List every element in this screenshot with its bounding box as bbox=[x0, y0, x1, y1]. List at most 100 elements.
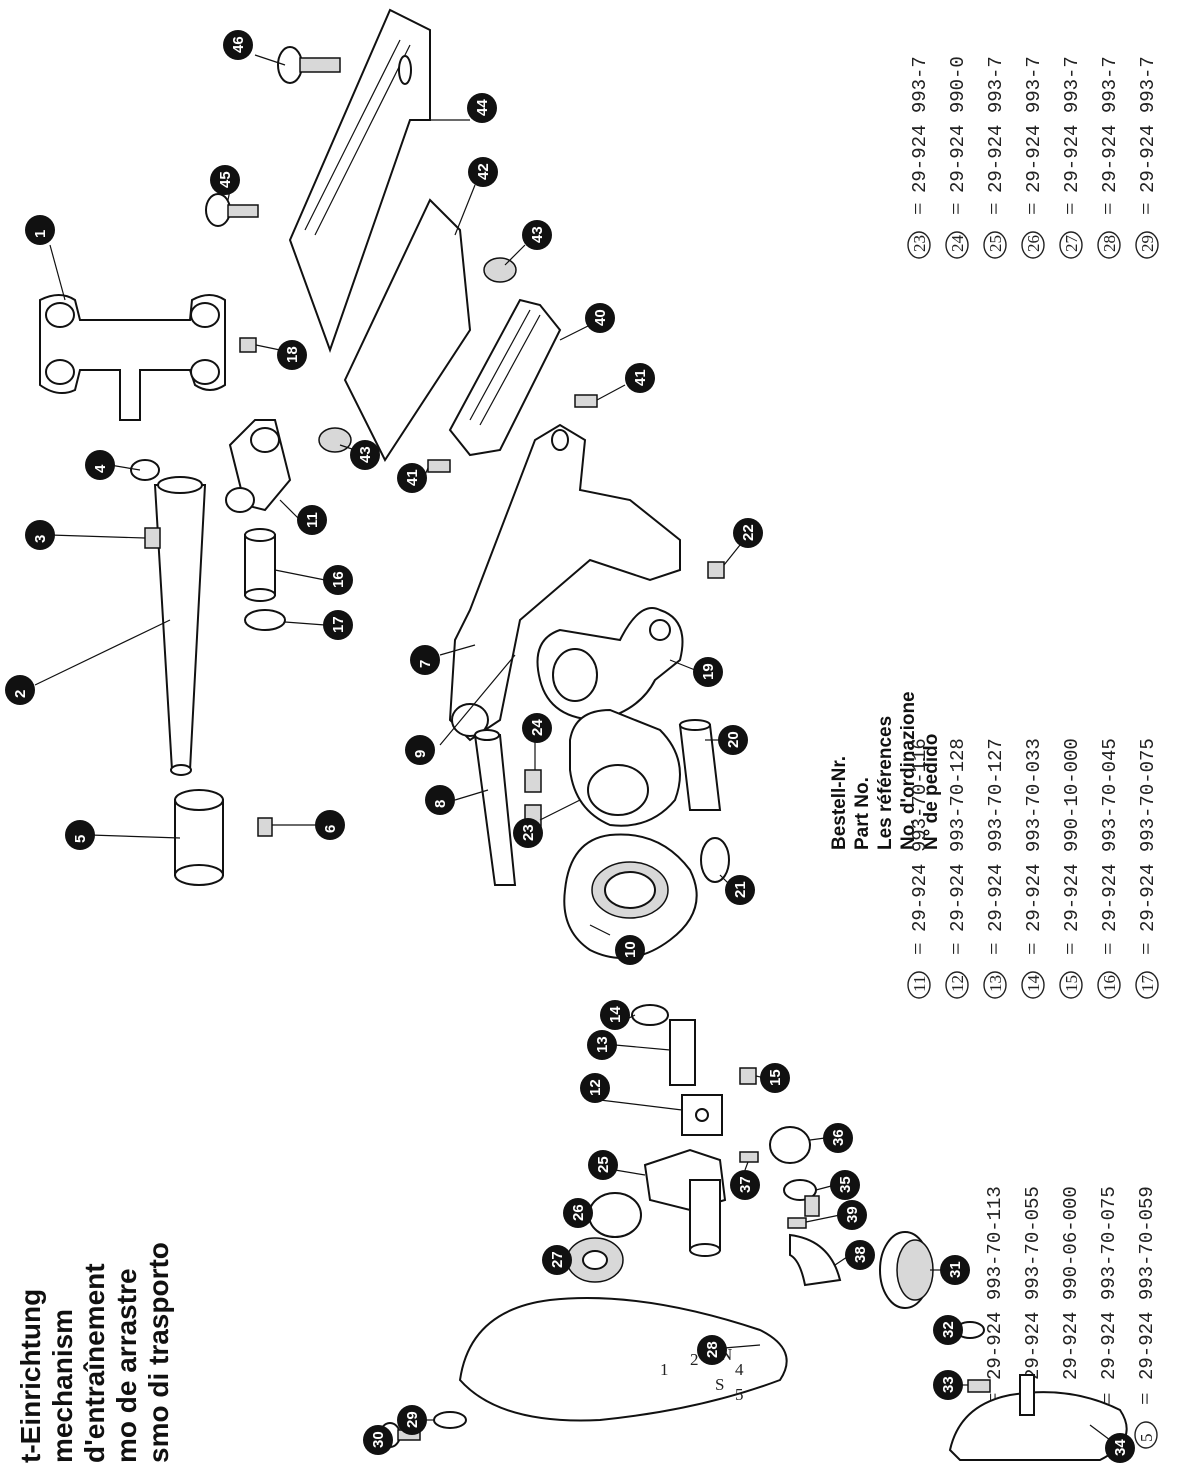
callout-circle bbox=[323, 565, 353, 595]
callout-number: 28 bbox=[704, 1341, 721, 1358]
row-equals: = bbox=[1057, 203, 1082, 215]
callout-number: 10 bbox=[622, 941, 639, 958]
part-39-screw bbox=[787, 1217, 807, 1229]
part-15-setscrew bbox=[739, 1067, 757, 1085]
part-40-feed-dog bbox=[448, 298, 562, 457]
row-number-circle bbox=[1059, 971, 1083, 999]
title-line-5: smo di trasporto bbox=[143, 1242, 174, 1463]
callout-circle bbox=[730, 1170, 760, 1200]
part-3-setscrew bbox=[144, 527, 161, 549]
row-order-number: 29-924 993-70-055 bbox=[1022, 1186, 1044, 1380]
callout-21: 21 bbox=[725, 875, 755, 905]
callout-circle bbox=[933, 1370, 963, 1400]
parts-row: 11=29-924 993-70-116 bbox=[905, 738, 931, 999]
row-order-number: 29-924 993-70-116 bbox=[909, 738, 931, 932]
callout-number: 12 bbox=[587, 1079, 604, 1096]
callout-37: 37 bbox=[730, 1170, 760, 1200]
part-16-sleeve bbox=[244, 528, 276, 602]
callout-20: 20 bbox=[718, 725, 748, 755]
callout-circle bbox=[210, 165, 240, 195]
row-part-number: 24 bbox=[948, 235, 967, 253]
row-equals: = bbox=[1132, 1393, 1157, 1405]
parts-row: 28=29-924 993-7 bbox=[1095, 56, 1121, 259]
callout-number: 2 bbox=[12, 690, 29, 698]
callout-number: 31 bbox=[947, 1261, 964, 1278]
title-line-3: d'entraînement bbox=[79, 1263, 110, 1463]
part-45-screw bbox=[205, 193, 259, 227]
dial-mark-5: 5 bbox=[735, 1385, 744, 1404]
parts-row: 12=29-924 993-70-128 bbox=[943, 738, 969, 999]
row-equals: = bbox=[1095, 943, 1120, 955]
callout-38: 38 bbox=[845, 1240, 875, 1270]
callout-33: 33 bbox=[933, 1370, 963, 1400]
callout-28: 28 bbox=[697, 1335, 727, 1365]
parts-column-3: 23=29-924 993-724=29-924 990-025=29-924 … bbox=[905, 56, 1159, 259]
row-equals: = bbox=[981, 943, 1006, 955]
callout-circle bbox=[615, 935, 645, 965]
row-number-circle bbox=[1135, 971, 1159, 999]
callout-circle bbox=[522, 713, 552, 743]
part-6-setscrew bbox=[257, 817, 273, 837]
row-order-number: 29-924 993-7 bbox=[1061, 56, 1083, 193]
callout-23: 23 bbox=[513, 818, 543, 848]
callout-27: 27 bbox=[542, 1245, 572, 1275]
row-equals: = bbox=[1095, 203, 1120, 215]
callout-number: 43 bbox=[357, 446, 374, 463]
callout-circle bbox=[5, 675, 35, 705]
callout-circle bbox=[405, 735, 435, 765]
callout-number: 30 bbox=[370, 1431, 387, 1448]
part-1-bracket bbox=[39, 294, 226, 421]
callout-41: 41 bbox=[397, 463, 427, 493]
dial-mark-s: S bbox=[715, 1375, 724, 1394]
callout-circle bbox=[277, 340, 307, 370]
part-12-block bbox=[681, 1094, 723, 1136]
callout-number: 33 bbox=[940, 1376, 957, 1393]
part-35-screw bbox=[783, 1179, 820, 1217]
row-order-number: 29-924 993-70-033 bbox=[1023, 738, 1045, 932]
row-equals: = bbox=[1133, 203, 1158, 215]
callout-circle bbox=[693, 657, 723, 687]
callout-circle bbox=[760, 1063, 790, 1093]
row-part-number: 25 bbox=[986, 235, 1005, 252]
callout-43: 43 bbox=[350, 440, 380, 470]
parts-row: 23=29-924 993-7 bbox=[905, 56, 931, 259]
dial-mark-1: 1 bbox=[660, 1360, 669, 1379]
callout-29: 29 bbox=[397, 1405, 427, 1435]
row-number-circle bbox=[983, 971, 1007, 999]
header-pedido: N° de pedido bbox=[921, 734, 942, 850]
callout-number: 5 bbox=[72, 835, 89, 843]
part-23-cam bbox=[569, 708, 681, 827]
callout-circle bbox=[513, 818, 543, 848]
callout-number: 25 bbox=[595, 1156, 612, 1173]
parts-row: 17=29-924 993-70-075 bbox=[1133, 738, 1159, 999]
row-number-circle bbox=[1135, 231, 1159, 259]
callout-number: 29 bbox=[404, 1411, 421, 1428]
callout-number: 32 bbox=[940, 1321, 957, 1338]
row-part-number: 15 bbox=[1062, 975, 1081, 992]
callout-circle bbox=[845, 1240, 875, 1270]
row-equals: = bbox=[1057, 943, 1082, 955]
row-order-number: 29-924 990-10-000 bbox=[1061, 738, 1083, 932]
callout-number: 6 bbox=[322, 825, 339, 833]
callout-9: 9 bbox=[405, 735, 435, 765]
parts-table-header: Bestell-Nr. Part No. Les références No. … bbox=[829, 691, 942, 850]
row-order-number: 29-924 993-70-059 bbox=[1136, 1186, 1158, 1380]
callout-44: 44 bbox=[467, 93, 497, 123]
row-part-number: 5 bbox=[1137, 1434, 1156, 1443]
callout-circle bbox=[587, 1030, 617, 1060]
row-number-circle bbox=[1097, 971, 1121, 999]
callout-number: 37 bbox=[737, 1176, 754, 1193]
header-bestell: Bestell-Nr. bbox=[829, 756, 850, 850]
callout-43: 43 bbox=[522, 220, 552, 250]
callout-number: 27 bbox=[549, 1251, 566, 1268]
row-part-number: 17 bbox=[1138, 975, 1157, 993]
row-equals: = bbox=[981, 203, 1006, 215]
part-41-screw-a bbox=[427, 459, 451, 473]
callout-circle bbox=[725, 875, 755, 905]
part-14-ering bbox=[631, 1004, 669, 1026]
row-part-number: 14 bbox=[1024, 975, 1043, 993]
title-line-4: mo de arrastre bbox=[111, 1268, 142, 1463]
row-order-number: 29-924 993-7 bbox=[909, 56, 931, 193]
part-13-pin bbox=[669, 1019, 696, 1086]
callout-circle bbox=[410, 645, 440, 675]
